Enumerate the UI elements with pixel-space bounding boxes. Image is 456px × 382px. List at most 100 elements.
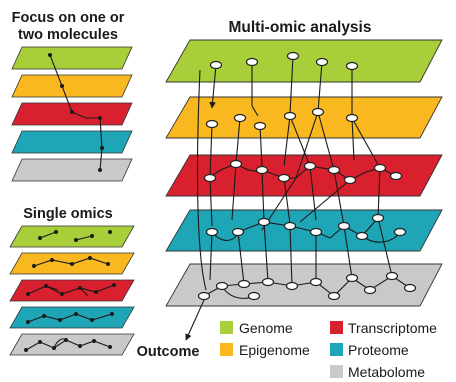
single-node — [54, 230, 58, 234]
single-layer-metabolome — [9, 333, 135, 356]
single-node — [106, 262, 110, 266]
multi-node-metabolome — [309, 277, 323, 287]
multi-edge — [289, 55, 294, 115]
multi-node-transcriptome — [389, 171, 403, 181]
multi-node-proteome — [355, 231, 369, 241]
single-edge — [27, 313, 113, 323]
multi-node-metabolome — [403, 283, 417, 293]
legend-label: Epigenome — [239, 342, 310, 358]
multi-edge — [295, 111, 381, 179]
multiomic-nodes — [197, 51, 417, 301]
single-node — [24, 348, 28, 352]
focus-node — [70, 110, 74, 114]
legend-swatch — [330, 343, 343, 356]
multi-node-metabolome — [197, 291, 211, 301]
single-node — [50, 258, 54, 262]
single-node — [112, 283, 116, 287]
legend-label: Metabolome — [348, 364, 425, 380]
single-layer-genome — [9, 225, 135, 248]
single-node — [92, 339, 96, 343]
focus-stack — [11, 46, 133, 182]
multi-node-proteome — [205, 227, 219, 237]
multi-node-metabolome — [285, 281, 299, 291]
single-edge — [27, 284, 115, 295]
multi-node-metabolome — [385, 271, 399, 281]
single-layer-proteome — [9, 306, 135, 329]
multi-node-epigenome — [345, 113, 359, 123]
legend-swatch — [220, 343, 233, 356]
multi-layer-genome — [165, 39, 443, 83]
multi-node-genome — [286, 51, 300, 61]
legend-item-epigenome: Epigenome — [220, 342, 310, 358]
single-node — [94, 290, 98, 294]
legend-item-proteome: Proteome — [330, 342, 409, 358]
multi-node-metabolome — [261, 277, 275, 287]
legend-label: Genome — [239, 320, 293, 336]
single-node — [110, 312, 114, 316]
multi-node-epigenome — [233, 113, 247, 123]
multi-node-proteome — [283, 221, 297, 231]
multi-edge — [196, 69, 207, 291]
multi-node-genome — [345, 61, 359, 71]
single-epigenome-network — [32, 256, 110, 268]
single-edge — [39, 231, 93, 241]
focus-node — [100, 146, 104, 150]
multi-edge — [209, 64, 217, 109]
multi-node-transcriptome — [343, 175, 357, 185]
focus-path-1 — [49, 54, 87, 119]
legend-label: Proteome — [348, 342, 409, 358]
multi-node-metabolome — [215, 281, 229, 291]
multi-edge — [209, 163, 265, 227]
multi-edge — [283, 111, 335, 171]
title-multi-omic: Multi-omic analysis — [229, 19, 372, 36]
multi-node-epigenome — [283, 111, 297, 121]
multi-node-metabolome — [363, 285, 377, 295]
single-node — [108, 345, 112, 349]
multi-node-transcriptome — [229, 159, 243, 169]
multi-node-proteome — [257, 217, 271, 227]
single-node — [38, 236, 42, 240]
multi-edge — [283, 165, 381, 227]
outcome-arrow — [185, 299, 205, 341]
single-node — [78, 344, 82, 348]
focus-path-2 — [86, 117, 103, 171]
legend-item-metabolome: Metabolome — [330, 364, 425, 380]
legend-swatch — [330, 365, 343, 378]
multi-node-proteome — [309, 227, 323, 237]
multi-node-metabolome — [345, 273, 359, 283]
single-proteome-network — [26, 312, 114, 324]
multi-node-transcriptome — [255, 165, 269, 175]
single-node — [42, 314, 46, 318]
single-node — [64, 338, 68, 342]
legend-swatch — [220, 321, 233, 334]
single-metabolome-network — [24, 338, 112, 352]
single-node — [90, 318, 94, 322]
multi-node-epigenome — [205, 119, 219, 129]
multi-node-proteome — [337, 221, 351, 231]
title-single-omics: Single omics — [23, 206, 112, 222]
multi-layer-epigenome — [165, 96, 443, 139]
multiomic-edges — [185, 55, 393, 341]
single-genome-network — [38, 230, 112, 242]
multi-intra-edge — [209, 163, 397, 181]
focus-layer-genome — [11, 46, 133, 70]
legend-label: Transcriptome — [348, 320, 437, 336]
focus-layer-metabolome — [11, 158, 133, 182]
multi-node-epigenome — [311, 107, 325, 117]
focus-node — [98, 116, 102, 120]
legend-item-genome: Genome — [220, 320, 293, 336]
legend-swatch — [330, 321, 343, 334]
single-transcriptome-network — [26, 283, 116, 297]
multi-node-transcriptome — [277, 173, 291, 183]
multi-node-proteome — [393, 227, 407, 237]
multi-node-transcriptome — [327, 165, 341, 175]
multi-node-transcriptome — [373, 163, 387, 173]
single-node — [88, 256, 92, 260]
multi-edge — [209, 117, 263, 179]
multi-edge — [317, 61, 323, 113]
multi-node-genome — [315, 57, 329, 67]
single-node — [44, 284, 48, 288]
single-node — [78, 286, 82, 290]
